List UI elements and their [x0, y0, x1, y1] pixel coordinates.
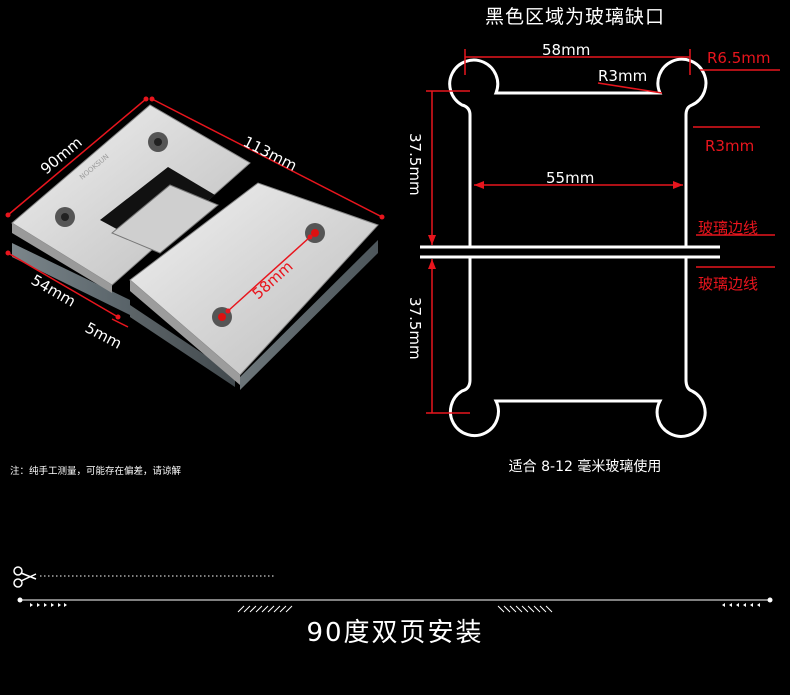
- leader-r3-top: [597, 82, 663, 94]
- drawing-title: 黑色区域为玻璃缺口: [484, 6, 665, 28]
- dim-label-inner-width: 55mm: [546, 169, 594, 187]
- dim-label-outer-radius: R6.5mm: [707, 49, 771, 67]
- dim-label-gap: 5mm: [82, 319, 125, 353]
- cutout-drawing: 58mm R6.5mm R3mm R3mm 55mm 37.5mm 37.5mm…: [406, 41, 780, 438]
- glass-edge-label-upper: 玻璃边线: [698, 219, 758, 237]
- dim-label-height-bottom: 37.5mm: [406, 297, 424, 360]
- section-title: 90度双页安装: [306, 618, 484, 648]
- glass-thickness-note: 适合 8-12 毫米玻璃使用: [508, 459, 662, 475]
- screw-icon: [305, 223, 325, 243]
- cutout-shape-bottom: [448, 257, 707, 438]
- scissors-icon: [13, 566, 37, 588]
- glass-edge-far: [240, 240, 378, 390]
- screw-icon: [148, 132, 168, 152]
- glass-edge-left: [12, 243, 130, 315]
- glass-edge-label-lower: 玻璃边线: [698, 275, 758, 293]
- dim-line-5: [111, 318, 129, 328]
- hinge-knuckle: [111, 184, 219, 254]
- dim-label-length: 113mm: [240, 133, 300, 175]
- dim-line-113: [151, 98, 383, 218]
- dim-line-90: [7, 98, 147, 216]
- dim-line-54: [7, 252, 119, 318]
- measurement-note: 注：纯手工测量，可能存在偏差，请谅解: [10, 466, 182, 477]
- hinge-left-plate-side: [12, 223, 112, 293]
- cutout-shape-top: [448, 57, 708, 247]
- dim-label-inner-radius-top: R3mm: [598, 67, 647, 85]
- hinge-right-plate-side: [130, 280, 240, 385]
- glass-edge-right: [130, 305, 235, 387]
- dim-label-inner-radius-side: R3mm: [705, 137, 754, 155]
- dim-label-height-top: 37.5mm: [406, 133, 424, 196]
- hinge-illustration: NOOKSUN 90mm 113mm 58mm 54mm 5mm: [5, 96, 385, 390]
- section-divider: [13, 566, 773, 613]
- screw-icon: [55, 207, 75, 227]
- dim-line-58: [227, 236, 311, 312]
- dim-label-top-width: 58mm: [542, 41, 590, 59]
